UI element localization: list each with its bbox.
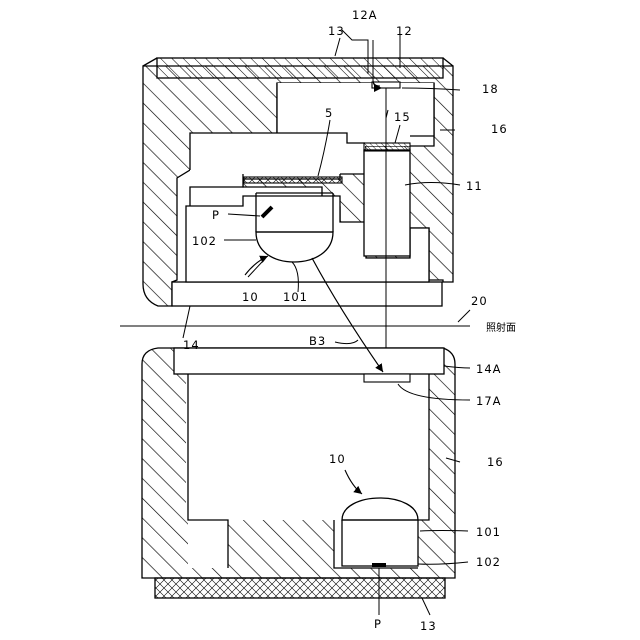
- label-16-top: 16: [491, 122, 508, 136]
- bottom-element-P: [372, 563, 386, 567]
- label-17A: 17A: [476, 394, 502, 408]
- label-101-top: 101: [283, 290, 308, 304]
- label-plane: 照射面: [486, 322, 516, 334]
- label-5: 5: [325, 106, 333, 120]
- bottom-base-14A: [174, 348, 444, 374]
- label-14: 14: [183, 338, 200, 352]
- label-B3: B3: [309, 334, 326, 348]
- label-10-top: 10: [242, 290, 259, 304]
- label-10-bot: 10: [329, 452, 346, 466]
- label-102-bot: 102: [476, 555, 501, 569]
- bottom-assembly: [142, 348, 455, 598]
- strip-5: [244, 177, 342, 183]
- label-101-bot: 101: [476, 525, 501, 539]
- plate-15: [364, 143, 410, 151]
- label-14A: 14A: [476, 362, 502, 376]
- label-15: 15: [394, 110, 411, 124]
- sensor-17A: [364, 374, 410, 382]
- label-12A: 12A: [352, 8, 378, 22]
- component-11: [364, 150, 410, 256]
- label-P-bot: P: [374, 617, 382, 631]
- label-18: 18: [482, 82, 499, 96]
- label-11: 11: [466, 179, 483, 193]
- bottom-plate-13: [155, 578, 445, 598]
- label-102-top: 102: [192, 234, 217, 248]
- label-16-bot: 16: [487, 455, 504, 469]
- label-P-top: P: [212, 208, 220, 222]
- label-12: 12: [396, 24, 413, 38]
- label-13-top: 13: [328, 24, 345, 38]
- label-20: 20: [471, 294, 488, 308]
- top-assembly: [143, 40, 453, 378]
- label-13-bot: 13: [420, 619, 437, 633]
